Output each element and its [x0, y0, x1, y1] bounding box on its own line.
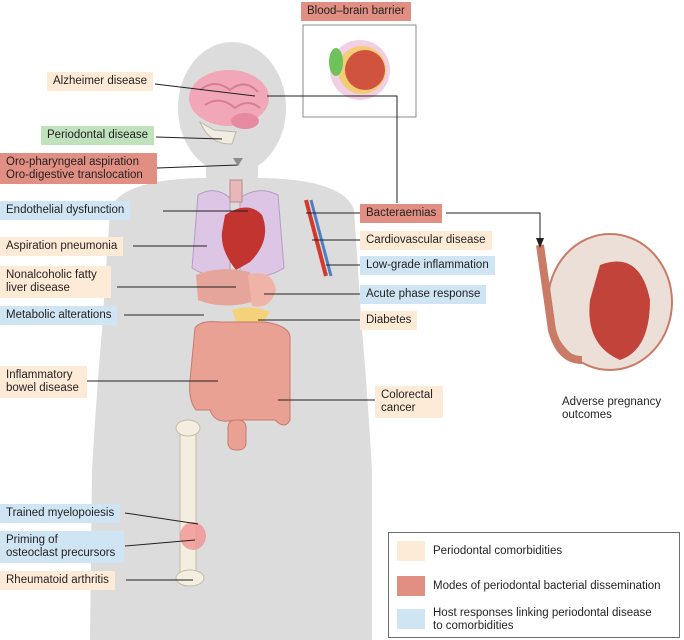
cardiovascular-label: Cardiovascular disease [360, 231, 492, 250]
legend-host-line1: Host responses linking periodontal disea… [433, 607, 652, 619]
acute-phase-label: Acute phase response [360, 285, 487, 304]
periodontal-label: Periodontal disease [41, 126, 155, 145]
metabolic-label: Metabolic alterations [0, 306, 118, 325]
trained-myelopoiesis-label: Trained myelopoiesis [0, 504, 121, 523]
colorectal-label: Colorectal cancer [375, 386, 443, 418]
alzheimer-label: Alzheimer disease [47, 72, 153, 91]
oro-aspiration-text: Oro-pharyngeal aspiration [6, 156, 139, 168]
heart-organ [221, 207, 266, 270]
legend-swatch-dissemination [397, 576, 425, 596]
nafld-line2: liver disease [6, 282, 70, 294]
pregnancy-line2: outcomes [562, 409, 612, 421]
oro-translocation-text: Oro-digestive translocation [6, 169, 143, 181]
nafld-label: Nonalcoholic fatty liver disease [0, 266, 111, 298]
pregnancy-line1: Adverse pregnancy [562, 396, 662, 408]
legend-swatch-host-responses [397, 609, 425, 629]
ibd-line2: bowel disease [6, 382, 79, 394]
ibd-line1: Inflammatory [6, 369, 73, 381]
legend-host-line2: to comorbidities [433, 620, 514, 632]
stomach-organ [248, 273, 276, 307]
low-grade-label: Low-grade inflammation [360, 256, 495, 275]
bone-inflammation-glow [180, 522, 206, 550]
priming-line1: Priming of [6, 534, 58, 546]
colorectal-line2: cancer [381, 402, 416, 414]
pregnancy-label: Adverse pregnancy outcomes [556, 393, 667, 425]
legend-swatch-comorbidities [397, 541, 425, 561]
brain-organ [189, 70, 269, 129]
legend-text-host-responses: Host responses linking periodontal disea… [433, 607, 652, 633]
jaw-bone [198, 120, 237, 145]
ibd-label: Inflammatory bowel disease [0, 366, 87, 398]
priming-line2: osteoclast precursors [6, 547, 116, 559]
bbb-inset [302, 24, 417, 118]
connector-lines [87, 83, 541, 581]
bacteraemias-label: Bacteraemias [360, 204, 443, 223]
legend-text-dissemination: Modes of periodontal bacterial dissemina… [433, 580, 661, 592]
rheumatoid-label: Rheumatoid arthritis [0, 571, 115, 590]
legend: Periodontal comorbidities Modes of perio… [388, 532, 680, 638]
bbb-label: Blood–brain barrier [301, 2, 411, 21]
aspiration-pneumonia-label: Aspiration pneumonia [0, 237, 124, 256]
priming-label: Priming of osteoclast precursors [0, 531, 124, 563]
arrow-head [536, 238, 544, 248]
uterus-fetus-illustration [536, 233, 673, 371]
intestines-organ [189, 321, 291, 451]
nafld-line1: Nonalcoholic fatty [6, 269, 97, 281]
diabetes-label: Diabetes [360, 311, 418, 330]
colorectal-line1: Colorectal [381, 389, 433, 401]
arrow-head [233, 158, 243, 166]
oro-label: Oro-pharyngeal aspiration Oro-digestive … [0, 153, 157, 184]
endothelial-label: Endothelial dysfunction [0, 201, 131, 220]
legend-text-comorbidities: Periodontal comorbidities [433, 545, 563, 557]
